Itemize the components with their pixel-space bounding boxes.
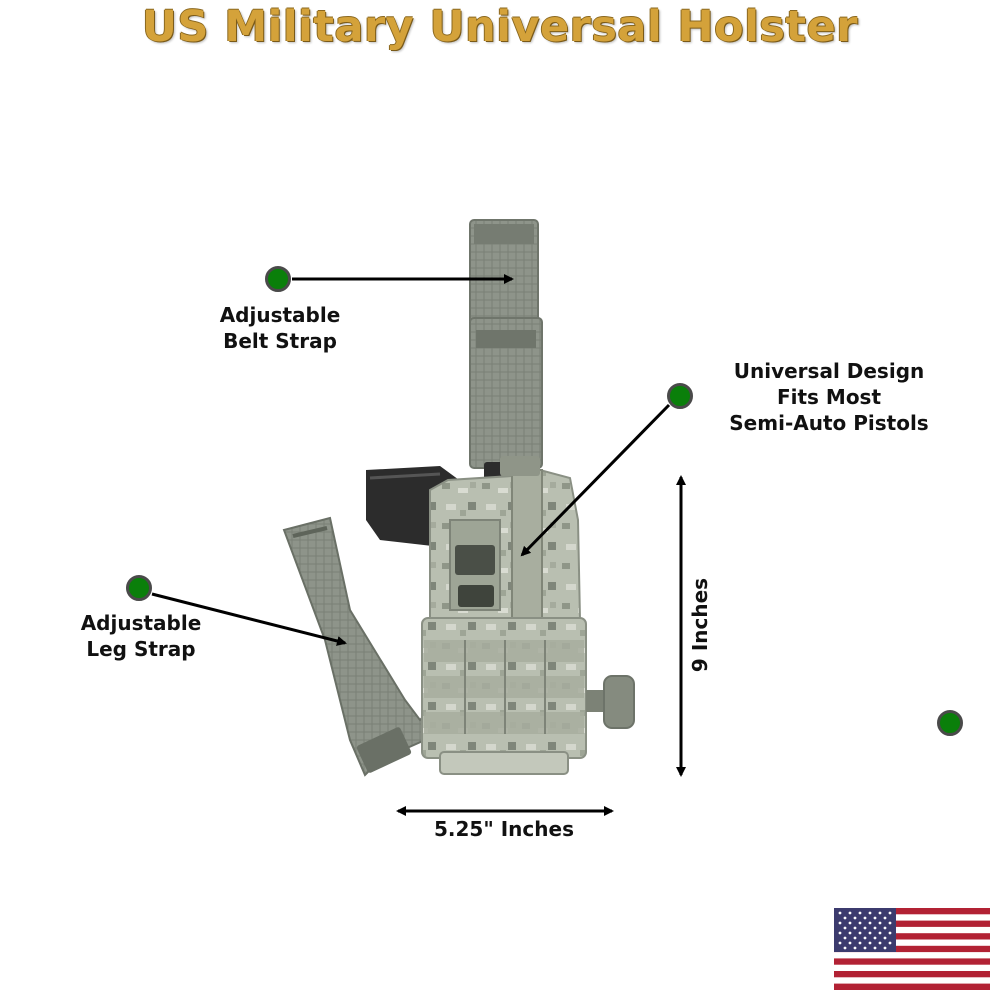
belt-strap-image — [469, 219, 543, 469]
leg-strap-label-line1: Adjustable — [80, 611, 202, 635]
belt-strap-marker — [265, 266, 291, 292]
design-label-line2: Fits Most — [776, 385, 882, 409]
leg-strap-label: Adjustable Leg Strap — [60, 610, 222, 662]
page-title: US Military Universal Holster — [142, 2, 858, 52]
design-label-line1: Universal Design — [733, 359, 925, 383]
design-label: Universal Design Fits Most Semi-Auto Pis… — [700, 358, 958, 436]
leg-strap-image — [282, 516, 441, 777]
width-dimension-label: 5.25" Inches — [434, 817, 574, 841]
design-label-line3: Semi-Auto Pistols — [729, 411, 929, 435]
height-dimension-label: 9 Inches — [688, 577, 712, 673]
holster-body-image — [421, 456, 635, 775]
belt-strap-label: Adjustable Belt Strap — [200, 302, 360, 354]
belt-strap-label-line2: Belt Strap — [223, 329, 337, 353]
leg-strap-marker — [126, 575, 152, 601]
design-marker — [667, 383, 693, 409]
extra-marker — [937, 710, 963, 736]
belt-strap-label-line1: Adjustable — [219, 303, 341, 327]
leg-strap-label-line2: Leg Strap — [86, 637, 196, 661]
design-arrow — [520, 403, 671, 557]
leg-strap-arrow — [151, 592, 347, 646]
us-flag-icon — [834, 908, 990, 990]
